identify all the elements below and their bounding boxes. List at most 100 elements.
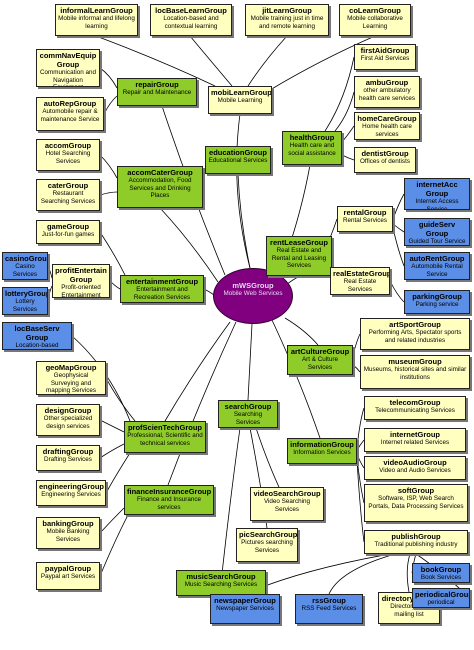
node-title: homeCareGroup [357,114,417,123]
connector-edge [269,35,376,91]
node-profscientech[interactable]: profScienTechGroup Professional, Scienti… [124,421,206,453]
node-desc: Mobile collaborative Learning [347,15,403,30]
node-artsport[interactable]: artSportGroup Performing Arts, Spectator… [360,318,470,350]
node-autorent[interactable]: autoRentGroup Automobile Rental Service [404,252,470,280]
connector-edge [105,377,136,422]
node-title: guideServ Group [418,220,456,238]
root-node-mws[interactable]: mWSGroup Mobile Web Services [213,268,293,324]
node-accom[interactable]: accomGroup Hotel Searching Services [36,139,100,171]
connector-edge [95,35,216,87]
node-title: parkingGroup [412,292,462,301]
node-desc: Engineering Services [41,491,101,498]
node-title: caterGroup [47,181,89,190]
node-title: commNavEquip Group [39,51,97,69]
node-game[interactable]: gameGroup Just-for-fun games [36,220,100,244]
node-casino[interactable]: casinoGroup Casino Services [2,252,48,280]
node-desc: Museums, historical sites and similar in… [363,366,467,381]
node-drafting[interactable]: draftingGroup Drafting Services [36,445,100,471]
node-repair[interactable]: repairGroup Repair and Maintenance [117,78,197,106]
node-profitentertain[interactable]: profitEntertain Group Profit-oriented En… [52,264,110,298]
node-title: draftingGroup [42,447,94,456]
node-homecare[interactable]: homeCareGroup Home health care services [354,112,420,140]
node-design[interactable]: designGroup Other specialized design ser… [36,404,100,436]
connector-edge [47,265,53,279]
node-financeinsurance[interactable]: financeInsuranceGroup Finance and Insura… [124,485,214,515]
node-publish[interactable]: publishGroup Traditional publishing indu… [364,530,468,554]
node-guideserv[interactable]: guideServ Group Guided Tour Service [404,218,470,246]
node-desc: Geophysical Surveying and mapping Servic… [45,372,97,395]
connector-edge [99,507,125,534]
node-banking[interactable]: bankingGroup Mobile Banking Services [36,517,100,549]
node-musicsearch[interactable]: musicSearchGroup Music Searching Service… [176,570,266,596]
connector-edge [247,35,288,87]
node-jit-learn[interactable]: jitLearnGroup Mobile training just in ti… [245,4,329,36]
node-desc: Rental Services [342,217,388,224]
node-picsearch[interactable]: picSearchGroup Pictures searching Servic… [236,528,298,562]
connector-edge [236,113,251,269]
connector-edge [389,280,405,303]
node-education[interactable]: educationGroup Educational Services [205,146,271,174]
node-dentist[interactable]: dentistGroup Offices of dentists [354,147,416,173]
node-soft[interactable]: softGroup Software, ISP, Web Search Port… [364,484,468,522]
connector-edge [103,95,118,115]
node-autorep[interactable]: autoRepGroup Automobile repair & mainten… [36,97,104,131]
node-title: profitEntertain Group [55,266,107,284]
node-desc: Location-based and contextual learning [163,15,219,30]
node-title: casinoGroup [5,254,48,263]
node-locbaseserv[interactable]: locBaseServ Group Location-based Service [2,322,72,350]
node-cater[interactable]: caterGroup Restaurant Searching Services [36,179,100,211]
node-telecom[interactable]: telecomGroup Telecommunicating Services [364,396,466,420]
node-informal-learn[interactable]: informalLearnGroup Mobile informal and l… [55,4,138,36]
node-videoaudio[interactable]: videoAudioGroup Video and Audio Services [364,456,466,480]
node-mobilearn[interactable]: mobiLearnGroup Mobile Learning [208,86,272,114]
node-title: financeInsuranceGroup [127,487,212,496]
node-desc: Internet Access Service [415,198,459,210]
node-title: accomGroup [44,141,92,150]
node-rental[interactable]: rentalGroup Rental Services [337,206,393,232]
node-desc: Hotel Searching Services [45,150,91,165]
node-parking[interactable]: parkingGroup Parking service [404,290,470,314]
node-desc: Real Estate Services [343,278,377,293]
node-newspaper[interactable]: newspaperGroup Newspaper Services [210,594,280,624]
node-desc: Drafting Services [44,456,92,463]
node-rss[interactable]: rssGroup RSS Feed Services [295,594,363,624]
node-title: informalLearnGroup [60,6,133,15]
node-locbase-learn[interactable]: locBaseLearnGroup Location-based and con… [150,4,232,36]
node-videosearch[interactable]: videoSearchGroup Video Searching Service… [250,487,324,521]
node-paypal[interactable]: paypalGroup Paypal art Services [36,562,100,590]
node-title: firstAidGroup [360,46,410,55]
node-co-learn[interactable]: coLearnGroup Mobile collaborative Learni… [339,4,411,36]
node-title: locBaseServ Group [14,324,60,342]
node-title: repairGroup [135,80,179,89]
node-geomap[interactable]: geoMapGroup Geophysical Surveying and ma… [36,361,106,395]
node-title: ambuGroup [365,78,409,87]
node-rentlease[interactable]: rentLeaseGroup Real Estate and Rental an… [266,236,332,276]
node-health[interactable]: healthGroup Health care and social assis… [282,131,342,165]
connector-edge [356,407,365,449]
node-desc: Mobile training just in time and remote … [250,15,324,30]
node-internetacc[interactable]: internetAcc Group Internet Access Servic… [404,178,470,210]
node-book[interactable]: bookGroup Book Services [412,563,470,583]
connector-edge [99,154,118,179]
node-title: musicSearchGroup [186,572,256,581]
node-periodical[interactable]: periodicalGroup periodical [412,588,470,608]
node-title: directoryGroup [381,594,437,603]
node-desc: RSS Feed Services [301,605,357,612]
node-information[interactable]: informationGroup Information Services [287,438,357,464]
node-commnavequip[interactable]: commNavEquip Group Communication and Nav… [36,49,100,87]
node-engineering[interactable]: engineeringGroup Engineering Services [36,480,106,506]
node-artculture[interactable]: artCultureGroup Art & Culture Services [287,345,353,375]
node-lottery[interactable]: lotteryGroup Lottery Services [2,287,48,315]
node-realestate[interactable]: realEstateGroup Real Estate Services [330,267,390,295]
node-entertainment[interactable]: entertainmentGroup Entertainment and Rec… [120,275,204,303]
node-title: telecomGroup [389,398,441,407]
node-internet[interactable]: internetGroup Internet related Services [364,428,466,452]
node-desc: Traditional publishing industry [374,541,458,548]
node-museum[interactable]: museumGroup Museums, historical sites an… [360,355,470,389]
node-ambu[interactable]: ambuGroup other ambulatory health care s… [354,76,420,108]
node-search[interactable]: searchGroup Searching Services [218,400,278,428]
node-firstaid[interactable]: firstAidGroup First Aid Services [354,44,416,70]
node-accomcater[interactable]: accomCaterGroup Accommodation, Food Serv… [117,166,203,208]
node-desc: Educational Services [208,157,268,164]
connector-edge [99,514,129,577]
